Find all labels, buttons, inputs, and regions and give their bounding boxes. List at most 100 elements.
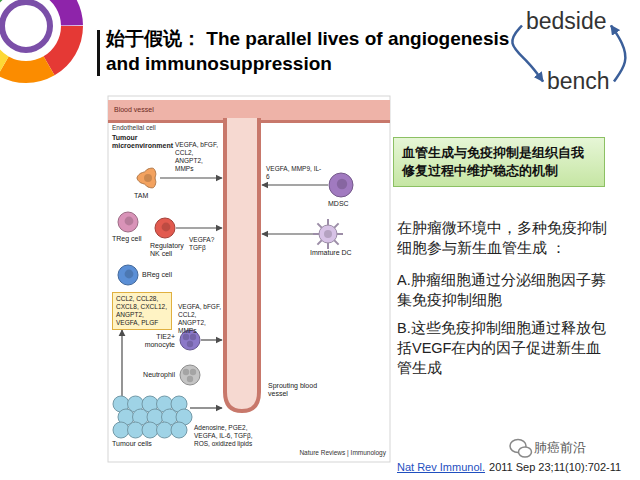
- node-text: Sprouting blood vessel: [268, 382, 324, 398]
- factor-label: VEGFA, bFGF, CCL2, ANGPT2, MMPs: [178, 303, 222, 335]
- connector-arrow: [121, 330, 122, 396]
- logo: [0, 0, 72, 72]
- factor-label: VEGFA, MMP9, IL-6: [266, 165, 324, 181]
- connector-arrow: [262, 233, 316, 234]
- body-text: B.这些免疫抑制细胞通过释放包括VEGF在内的因子促进新生血管生成: [397, 318, 612, 378]
- node-text: Tumour cells: [112, 440, 184, 448]
- watermark: 肺癌前沿: [534, 440, 604, 456]
- node-text: CCL2, CCL28, CXCL8, CXCL12, ANGPT2, VEGF…: [113, 295, 171, 327]
- citation-text: 2011 Sep 23;11(10):702-11: [489, 461, 621, 474]
- connector-arrow: [160, 177, 222, 178]
- mdsc-cell: MDSC: [328, 172, 354, 198]
- caption-word: bench: [545, 66, 612, 97]
- connector-arrow: [262, 184, 328, 185]
- cell-nucleus: [324, 230, 332, 238]
- cell-nucleus: [125, 270, 134, 279]
- breg-cell: BReg cell: [117, 264, 139, 286]
- logo-inner: [2, 2, 50, 50]
- factor-label: Adenosine, PGE2, VEGFA, IL-6, TGFβ, ROS,…: [194, 424, 258, 448]
- nk-cell: Regulatory NK cell: [154, 217, 176, 239]
- region-label: Tumour microenvironment: [112, 134, 174, 151]
- node-text: TIE2+ monocyte: [129, 333, 175, 349]
- cell-body: [137, 168, 156, 188]
- cell-graphic: [154, 217, 176, 239]
- nucleus-lobe: [187, 341, 193, 347]
- tumour-cell-cluster: Tumour cells: [112, 396, 190, 438]
- node-text: Blood vessel: [108, 100, 390, 120]
- node-text: Immature DC: [310, 249, 366, 257]
- cell-body: [118, 265, 138, 285]
- cell-graphic: [179, 364, 201, 386]
- title-bar: [97, 30, 100, 76]
- logo-ring: [0, 0, 72, 72]
- nucleus-lobe: [187, 376, 193, 382]
- node-text: bench: [547, 68, 610, 94]
- cell-graphic: [117, 211, 139, 233]
- nucleus-lobe: [183, 369, 189, 375]
- factor-label: VEGFA? TGFβ: [189, 236, 221, 252]
- tumour-cell: [157, 422, 173, 438]
- body-text: A.肿瘤细胞通过分泌细胞因子募集免疫抑制细胞: [397, 270, 612, 310]
- logo-center: [0, 0, 58, 58]
- node-text: MDSC: [328, 200, 368, 208]
- cell-graphic: [117, 264, 139, 286]
- node-text: TAM: [134, 192, 164, 200]
- connector-arrow: [611, 26, 625, 82]
- macrophage-cell: TAM: [136, 166, 160, 190]
- part-label: Endothelial cell: [112, 124, 192, 132]
- factor-label: VEGFA, bFGF, CCL2, ANGPT2, MMPs: [175, 141, 221, 173]
- chemokine-box: CCL2, CCL28, CXCL8, CXCL12, ANGPT2, VEGF…: [112, 292, 172, 330]
- logo-ring: [0, 0, 72, 72]
- caption-word: bedside: [524, 6, 609, 37]
- cell-nucleus: [125, 217, 134, 226]
- tumour-cell: [128, 422, 144, 438]
- logo-ring: [0, 0, 72, 72]
- citation-link: Nat Rev Immunol.: [397, 461, 485, 474]
- connector-arrow: [201, 339, 222, 340]
- figure-frame: [108, 96, 390, 462]
- node-text: BReg cell: [142, 271, 184, 279]
- cell-body: [180, 365, 200, 385]
- dendritic-cell: Immature DC: [316, 222, 340, 246]
- cell-nucleus: [337, 179, 347, 189]
- cell-body: [319, 225, 337, 243]
- nucleus-lobe: [183, 334, 189, 340]
- cell-body: [155, 218, 175, 238]
- cell-nucleus: [144, 174, 152, 182]
- tumour-cell: [113, 422, 129, 438]
- node-text: TReg cell: [112, 235, 150, 243]
- blood-vessel-band: Blood vessel: [108, 100, 390, 120]
- sprouting-vessel: Sprouting blood vessel: [222, 120, 262, 414]
- neutrophil-cell: Neutrophil: [179, 364, 201, 386]
- cell-body: [329, 173, 353, 197]
- cell-graphic: [316, 222, 340, 246]
- wechat-bubble: [519, 447, 532, 457]
- logo-ring: [0, 0, 72, 72]
- connector-arrow: [176, 227, 222, 228]
- treg-cell: TReg cell: [117, 211, 139, 233]
- wechat-icon: [510, 440, 532, 458]
- node-text: Neutrophil: [135, 371, 175, 379]
- vessel-wall: [225, 118, 259, 411]
- connector-arrow: [190, 407, 222, 408]
- cell-nucleus: [162, 223, 171, 232]
- source-label: Nature Reviews | Immunology: [286, 449, 386, 457]
- tumour-cell: [142, 422, 158, 438]
- nucleus-lobe: [190, 334, 196, 340]
- key-point-box: 血管生成与免疫抑制是组织自我修复过程中维护稳态的机制: [393, 137, 605, 187]
- node-text: bedside: [526, 8, 607, 34]
- cell-graphic: [136, 166, 160, 190]
- cell-graphic: [328, 172, 354, 198]
- slide-title: 始于假说： The parallel lives of angiogenesis…: [106, 26, 526, 76]
- cell-body: [118, 212, 138, 232]
- logo-ring: [0, 0, 72, 72]
- cell-graphic: [112, 396, 190, 438]
- node-text: Regulatory NK cell: [150, 242, 188, 258]
- tumour-cell: [171, 422, 187, 438]
- body-text: 在肿瘤微环境中，多种免疫抑制细胞参与新生血管生成 ：: [397, 218, 612, 258]
- nucleus-lobe: [190, 369, 196, 375]
- cell-graphic: [222, 120, 262, 414]
- logo-ring: [0, 0, 72, 72]
- node-text: 血管生成与免疫抑制是组织自我修复过程中维护稳态的机制: [394, 144, 604, 180]
